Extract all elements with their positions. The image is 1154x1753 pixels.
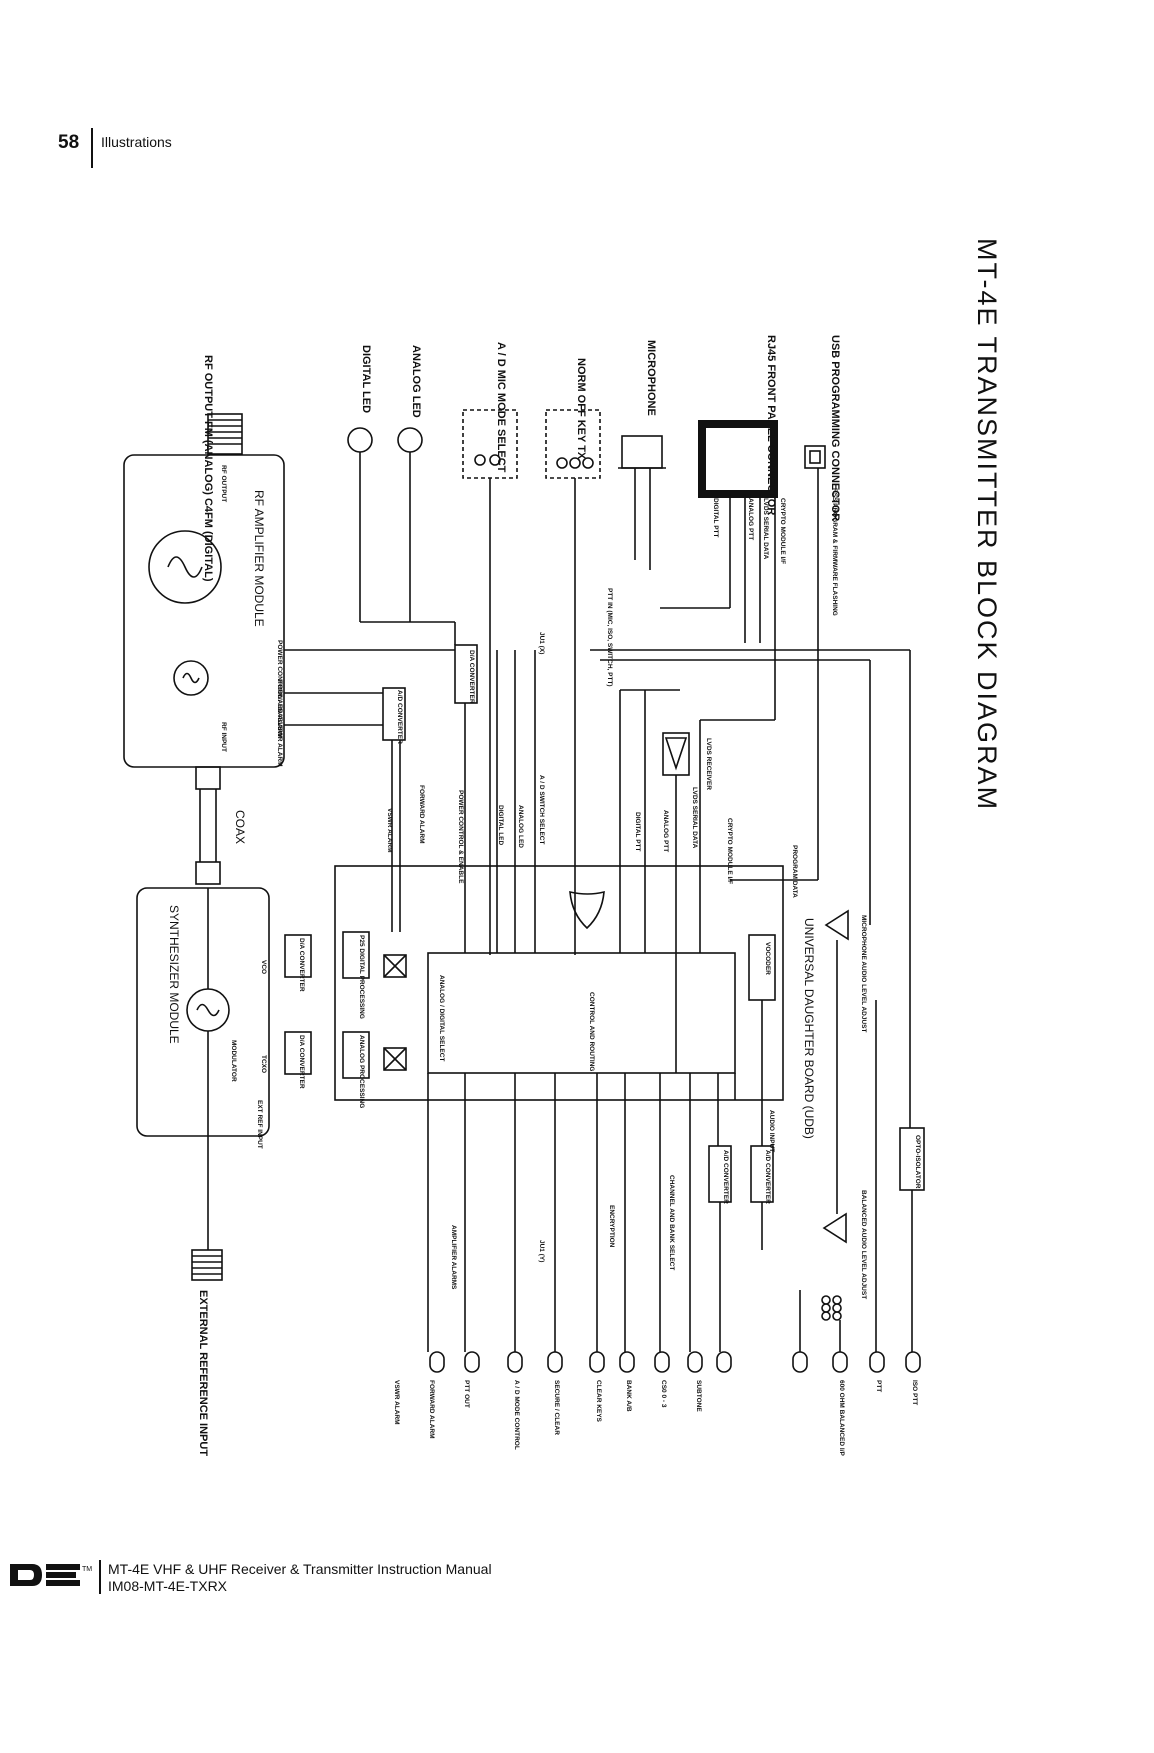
diagram-title: MT-4E TRANSMITTER BLOCK DIAGRAM	[972, 238, 1002, 811]
output-label: ISO PTT	[911, 1380, 918, 1405]
crypto-if-label: CRYPTO MODULE I/F	[779, 498, 786, 564]
da-conv-label: D/A CONVERTER	[468, 650, 475, 704]
section-title: Illustrations	[101, 134, 172, 150]
footer-divider	[99, 1560, 101, 1594]
vswr-alarm-label: VSWR ALARM	[386, 808, 393, 853]
synthesizer-module	[136, 887, 270, 1137]
power-enable-label: POWER CONTROL / ENABLE	[276, 640, 283, 731]
control-routing-block	[427, 952, 736, 1074]
lvds-rx-label: LVDS RECEIVER	[705, 738, 712, 790]
manual-title: MT-4E VHF & UHF Receiver & Transmitter I…	[108, 1561, 492, 1577]
digital-led-sig-label: DIGITAL LED	[497, 805, 504, 846]
amp-alarms-label: AMPLIFIER ALARMS	[450, 1225, 457, 1290]
channel-bank-label: CHANNEL AND BANK SELECT	[668, 1175, 675, 1270]
rf-out-small-label: RF OUTPUT	[220, 465, 227, 502]
output-label: CS0 0 - 3	[660, 1380, 667, 1408]
mic-level-label: MICROPHONE AUDIO LEVEL ADJUST	[860, 915, 867, 1033]
vco-label: VCO	[260, 960, 267, 974]
udb-board	[334, 865, 784, 1101]
da-synth1-label: D/A CONVERTER	[298, 938, 305, 992]
output-label: FORWARD ALARM	[428, 1380, 435, 1439]
ad-switch-label: A / D SWITCH SELECT	[538, 775, 545, 844]
opto-label: OPTO-ISOLATOR	[914, 1135, 921, 1189]
analog-ptt2-label: ANALOG PTT	[662, 810, 669, 852]
power-ctrl-label: POWER CONTROL & ENABLE	[457, 790, 464, 884]
bal-level-label: BALANCED AUDIO LEVEL ADJUST	[860, 1190, 867, 1299]
lvds2-label: LVDS SERIAL DATA	[691, 787, 698, 849]
output-label: SECURE / CLEAR	[553, 1380, 560, 1435]
fwd-label: FORWARD ALARM	[276, 680, 283, 739]
digital-led-label: DIGITAL LED	[360, 345, 372, 413]
ad-conv-label: A/D CONVERTER	[396, 690, 403, 744]
tcxo-label: TCXO	[260, 1055, 267, 1073]
analog-ptt-label: ANALOG PTT	[747, 498, 754, 540]
keytx-label: NORM OFF KEY TX	[575, 358, 587, 460]
output-label: A / D MODE CONTROL	[513, 1380, 520, 1450]
ext-ref-in-label: EXT REF INPUT	[256, 1100, 263, 1149]
coax-label: COAX	[233, 810, 247, 844]
ad-select-label: ANALOG / DIGITAL SELECT	[438, 975, 445, 1061]
lvds-label: LVDS SERIAL DATA	[762, 498, 769, 560]
audio-input-label: AUDIO INPUT	[768, 1110, 775, 1152]
micmode-label: A / D MIC MODE SELECT	[495, 342, 507, 473]
svg-text:TM: TM	[82, 1566, 92, 1573]
encryption-label: ENCRYPTION	[608, 1205, 615, 1248]
ju1y-label: JU1 (Y)	[538, 1240, 545, 1262]
de-logo: TM	[10, 1564, 92, 1586]
output-label: CLEAR KEYS	[595, 1380, 602, 1423]
ad-udb1-label: A/D CONVERTER	[764, 1150, 771, 1204]
rss-label: RSS PROGRAM & FIRMWARE FLASHING	[831, 488, 838, 616]
ptt-in-label: PTT IN (MIC, ISO, SWITCH, PTT)	[606, 588, 613, 687]
header-divider	[91, 128, 93, 168]
control-label: CONTROL AND ROUTING	[588, 992, 595, 1071]
ju1x-label: JU1 (X)	[538, 632, 545, 654]
analog-led-label: ANALOG LED	[410, 345, 422, 418]
rf-output-label: RF OUTPUT FM (ANALOG) C4FM (DIGITAL)	[202, 355, 214, 582]
modulator-label: MODULATOR	[230, 1040, 237, 1082]
manual-code: IM08-MT-4E-TXRX	[108, 1578, 228, 1594]
fwd-alarm-label: FORWARD ALARM	[418, 785, 425, 844]
output-label: SUBTONE	[695, 1380, 702, 1412]
rf-in-small-label: RF INPUT	[220, 722, 227, 752]
output-label: 600 OHM BALANCED I/P	[838, 1380, 845, 1457]
vocoder-label: VOCODER	[764, 942, 771, 975]
output-label: PTT OUT	[463, 1380, 470, 1408]
output-label: BANK A/B	[625, 1380, 632, 1412]
vswr-label: VSWR ALARM	[276, 722, 283, 767]
usb-label: USB PROGRAMMING CONNECTOR	[829, 335, 841, 521]
digital-ptt-label: DIGITAL PTT	[712, 498, 719, 538]
digital-ptt2-label: DIGITAL PTT	[634, 812, 641, 852]
synth-label: SYNTHESIZER MODULE	[167, 905, 181, 1044]
ad-udb2-label: A/D CONVERTER	[722, 1150, 729, 1204]
udb-label: UNIVERSAL DAUGHTER BOARD (UDB)	[802, 918, 816, 1139]
rf-amp-label: RF AMPLIFIER MODULE	[252, 490, 266, 627]
p25-label: P25 DIGITAL PROCESSING	[358, 935, 365, 1019]
program-data-label: PROGRAM DATA	[791, 845, 798, 898]
output-label: PTT	[875, 1380, 882, 1392]
analog-led-sig-label: ANALOG LED	[517, 805, 524, 848]
analog-proc-label: ANALOG PROCESSING	[358, 1035, 365, 1108]
page-number: 58	[58, 132, 80, 153]
output-label: VSWR ALARM	[393, 1380, 400, 1425]
rj45-label: RJ45 FRONT PANEL CONNECTOR	[765, 335, 777, 515]
microphone-label: MICROPHONE	[645, 340, 657, 416]
ext-ref-label: EXTERNAL REFERENCE INPUT	[197, 1290, 209, 1456]
da-synth2-label: D/A CONVERTER	[298, 1035, 305, 1089]
crypto-if2-label: CRYPTO MODULE I/F	[726, 818, 733, 884]
